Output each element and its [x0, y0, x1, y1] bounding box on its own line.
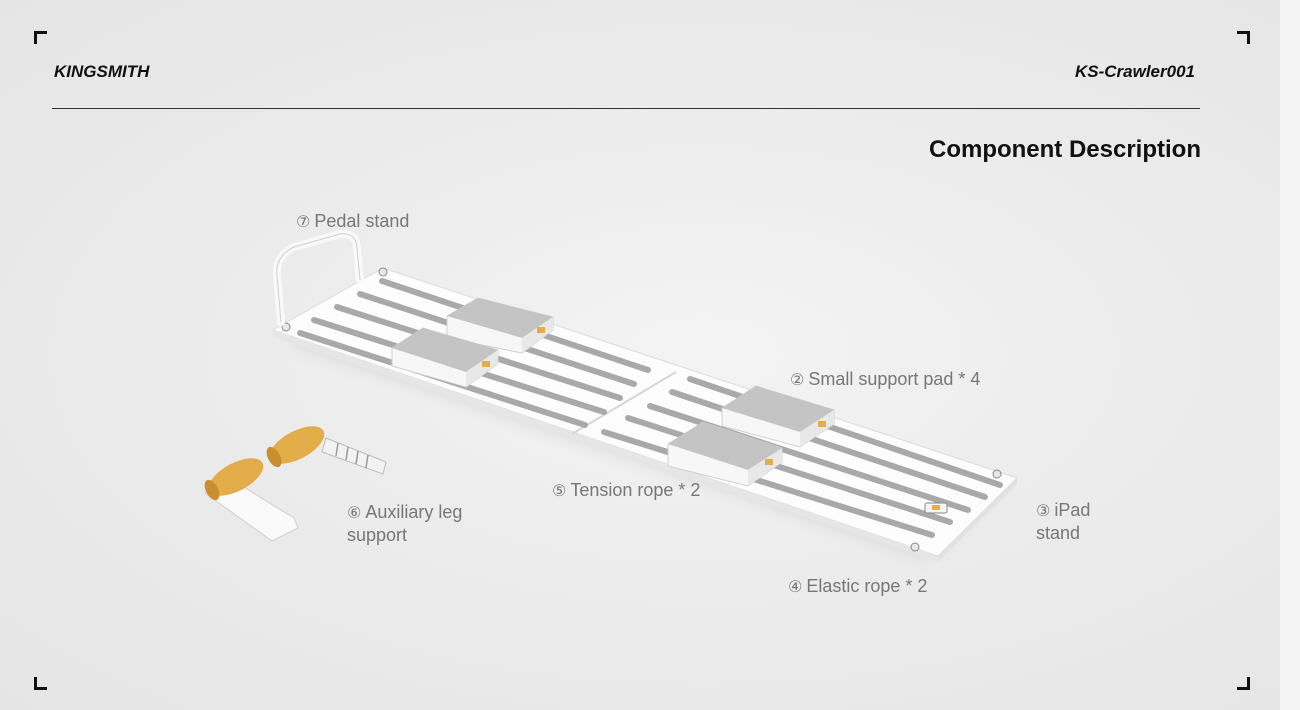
pedal-stand [272, 229, 364, 326]
callout-number: ⑦ [296, 212, 311, 231]
corner-mark-top-left [34, 31, 47, 44]
page-title: Component Description [928, 136, 1201, 163]
corner-mark-top-right [1237, 31, 1250, 44]
callout-number: ④ [788, 577, 803, 596]
callout-label: Tension rope * 2 [570, 480, 701, 500]
callout-label: Pedal stand [314, 211, 410, 231]
corner-mark-bottom-right [1237, 677, 1250, 690]
callout-label: Auxiliary leg support [347, 502, 463, 545]
corner-mark-bottom-left [34, 677, 47, 690]
brand-name: KINGSMITH [54, 62, 150, 81]
callout-number: ② [790, 370, 805, 389]
callout-number: ⑥ [347, 503, 362, 522]
support-pad-4 [667, 421, 783, 487]
support-pad-3 [721, 385, 835, 448]
callout-number: ⑤ [552, 481, 567, 500]
callout-label: Small support pad * 4 [808, 369, 981, 389]
callout-number: ③ [1036, 501, 1051, 520]
support-pad-1 [446, 297, 554, 354]
auxiliary-leg-support [204, 426, 387, 542]
header-divider [52, 108, 1200, 109]
support-pad-2 [391, 327, 499, 388]
callout-label: Elastic rope * 2 [806, 576, 928, 596]
callout-label: iPad stand [1036, 500, 1091, 543]
model-number: KS-Crawler001 [1074, 62, 1195, 81]
side-strip [1280, 0, 1300, 710]
